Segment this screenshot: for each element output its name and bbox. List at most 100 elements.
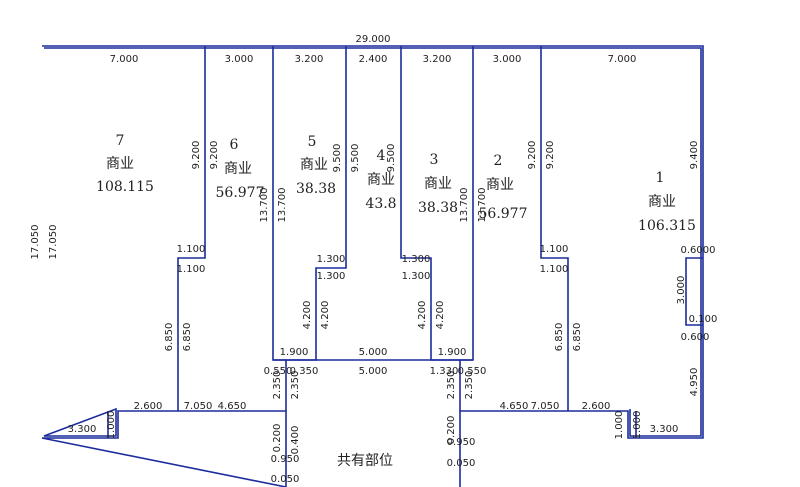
dim-label: 1.000: [614, 411, 625, 440]
room-number: 5: [308, 134, 317, 150]
room-use: 商业: [486, 177, 514, 193]
dim-label: 1.300: [317, 254, 346, 265]
dim-label: 3.000: [676, 276, 687, 305]
dim-label: 4.200: [435, 301, 446, 330]
dim-label: 1.100: [540, 244, 569, 255]
dim-label: 1.100: [540, 264, 569, 275]
shared-area-label: 共有部位: [337, 453, 393, 469]
top-dim: 2.400: [359, 54, 388, 65]
room-use: 商业: [106, 156, 134, 172]
room-area: 43.8: [365, 196, 396, 212]
room-number: 2: [494, 153, 503, 169]
room-3: 3 商业 38.38: [418, 152, 458, 216]
dim-label: 1.300: [402, 254, 431, 265]
partition-4-3: [400, 46, 474, 361]
dim-label: 1.330: [430, 366, 459, 377]
dim-label: 9.500: [350, 144, 361, 173]
room-area: 106.315: [638, 218, 696, 234]
dim-label: 0.950: [447, 437, 476, 448]
dim-label: 1.300: [402, 271, 431, 282]
dim-label: 4.650: [218, 401, 247, 412]
partition-2-1: [540, 46, 569, 411]
top-dim: 3.200: [423, 54, 452, 65]
dim-label: 2.350: [290, 371, 301, 400]
dim-label: 6.850: [572, 323, 583, 352]
room-2: 2 商业 56.977: [479, 153, 528, 222]
dim-label: 6.850: [164, 323, 175, 352]
room-7: 7 商业 108.115: [96, 133, 154, 195]
room-1: 1 商业 106.315: [638, 170, 696, 234]
dim-label: 7.050: [531, 401, 560, 412]
outer-wall: [41, 45, 704, 487]
right-notch: [685, 257, 703, 326]
room-5: 5 商业 38.38: [296, 134, 336, 197]
room-use: 商业: [367, 172, 395, 188]
dim-label: 2.350: [272, 371, 283, 400]
dim-label: 9.200: [545, 141, 556, 170]
room-number: 1: [656, 170, 665, 186]
dim-label: 9.200: [191, 141, 202, 170]
dim-label: 9.400: [689, 141, 700, 170]
top-dim: 7.000: [110, 54, 139, 65]
dim-label: 1.900: [280, 347, 309, 358]
room-6: 6 商业 56.977: [216, 137, 265, 201]
dim-label: 17.050: [30, 225, 41, 260]
dim-label: 3.300: [650, 424, 679, 435]
dim-label: 2.350: [464, 371, 475, 400]
outer-wall-inner: [43, 47, 702, 437]
dim-label: 0.550: [264, 366, 293, 377]
room-area: 56.977: [216, 185, 265, 201]
dim-label: 0.200: [446, 416, 457, 445]
dim-label: 0.6000: [681, 245, 716, 256]
room-number: 4: [377, 148, 386, 164]
dim-label: 9.200: [527, 141, 538, 170]
dim-label: 4.200: [417, 301, 428, 330]
dim-label: 13.700: [459, 188, 470, 223]
dim-label: 6.850: [554, 323, 565, 352]
dim-label: 2.350: [446, 371, 457, 400]
dim-label: 4.200: [302, 301, 313, 330]
horizontal-dims: 1.100 1.100 1.300 1.300 1.300 1.300 1.10…: [68, 244, 718, 485]
dim-label: 9.500: [332, 144, 343, 173]
dim-label: 1.900: [438, 347, 467, 358]
vertical-dims: 9.200 9.200 9.500 9.500 9.500 13.700 13.…: [30, 141, 700, 455]
dim-label: 0.200: [272, 424, 283, 453]
dim-label: 6.850: [182, 323, 193, 352]
overall-width: 29.000: [356, 34, 391, 45]
dim-label: 5.000: [359, 347, 388, 358]
room-number: 6: [230, 137, 239, 153]
dim-label: 0.350: [290, 366, 319, 377]
dim-label: 2.600: [582, 401, 611, 412]
partition-7-6: [177, 46, 206, 411]
dim-label: 4.200: [320, 301, 331, 330]
dim-label: 1.000: [106, 411, 117, 440]
room-number: 7: [116, 133, 125, 149]
room-area: 38.38: [418, 200, 458, 216]
room-area: 108.115: [96, 179, 154, 195]
dim-label: 13.700: [477, 188, 488, 223]
room-area: 38.38: [296, 181, 336, 197]
top-dim: 3.200: [295, 54, 324, 65]
dim-label: 1.300: [317, 271, 346, 282]
dim-label: 0.400: [290, 426, 301, 455]
room-4: 4 商业 43.8: [365, 148, 396, 212]
dim-label: 17.050: [48, 225, 59, 260]
dim-label: 3.300: [68, 424, 97, 435]
room-area: 56.977: [479, 206, 528, 222]
dim-label: 4.950: [689, 368, 700, 397]
dim-label: 13.700: [277, 188, 288, 223]
top-dim: 7.000: [608, 54, 637, 65]
room-use: 商业: [424, 176, 452, 192]
top-dim: 3.000: [225, 54, 254, 65]
dim-label: 0.050: [447, 458, 476, 469]
dim-label: 1.100: [177, 264, 206, 275]
dim-label: 7.050: [184, 401, 213, 412]
dim-label: 13.700: [259, 188, 270, 223]
dim-label: 4.650: [500, 401, 529, 412]
dim-label: 9.200: [209, 141, 220, 170]
room-use: 商业: [300, 157, 328, 173]
dim-label: 0.550: [458, 366, 487, 377]
dim-label: 0.050: [271, 474, 300, 485]
top-dim: 3.000: [493, 54, 522, 65]
